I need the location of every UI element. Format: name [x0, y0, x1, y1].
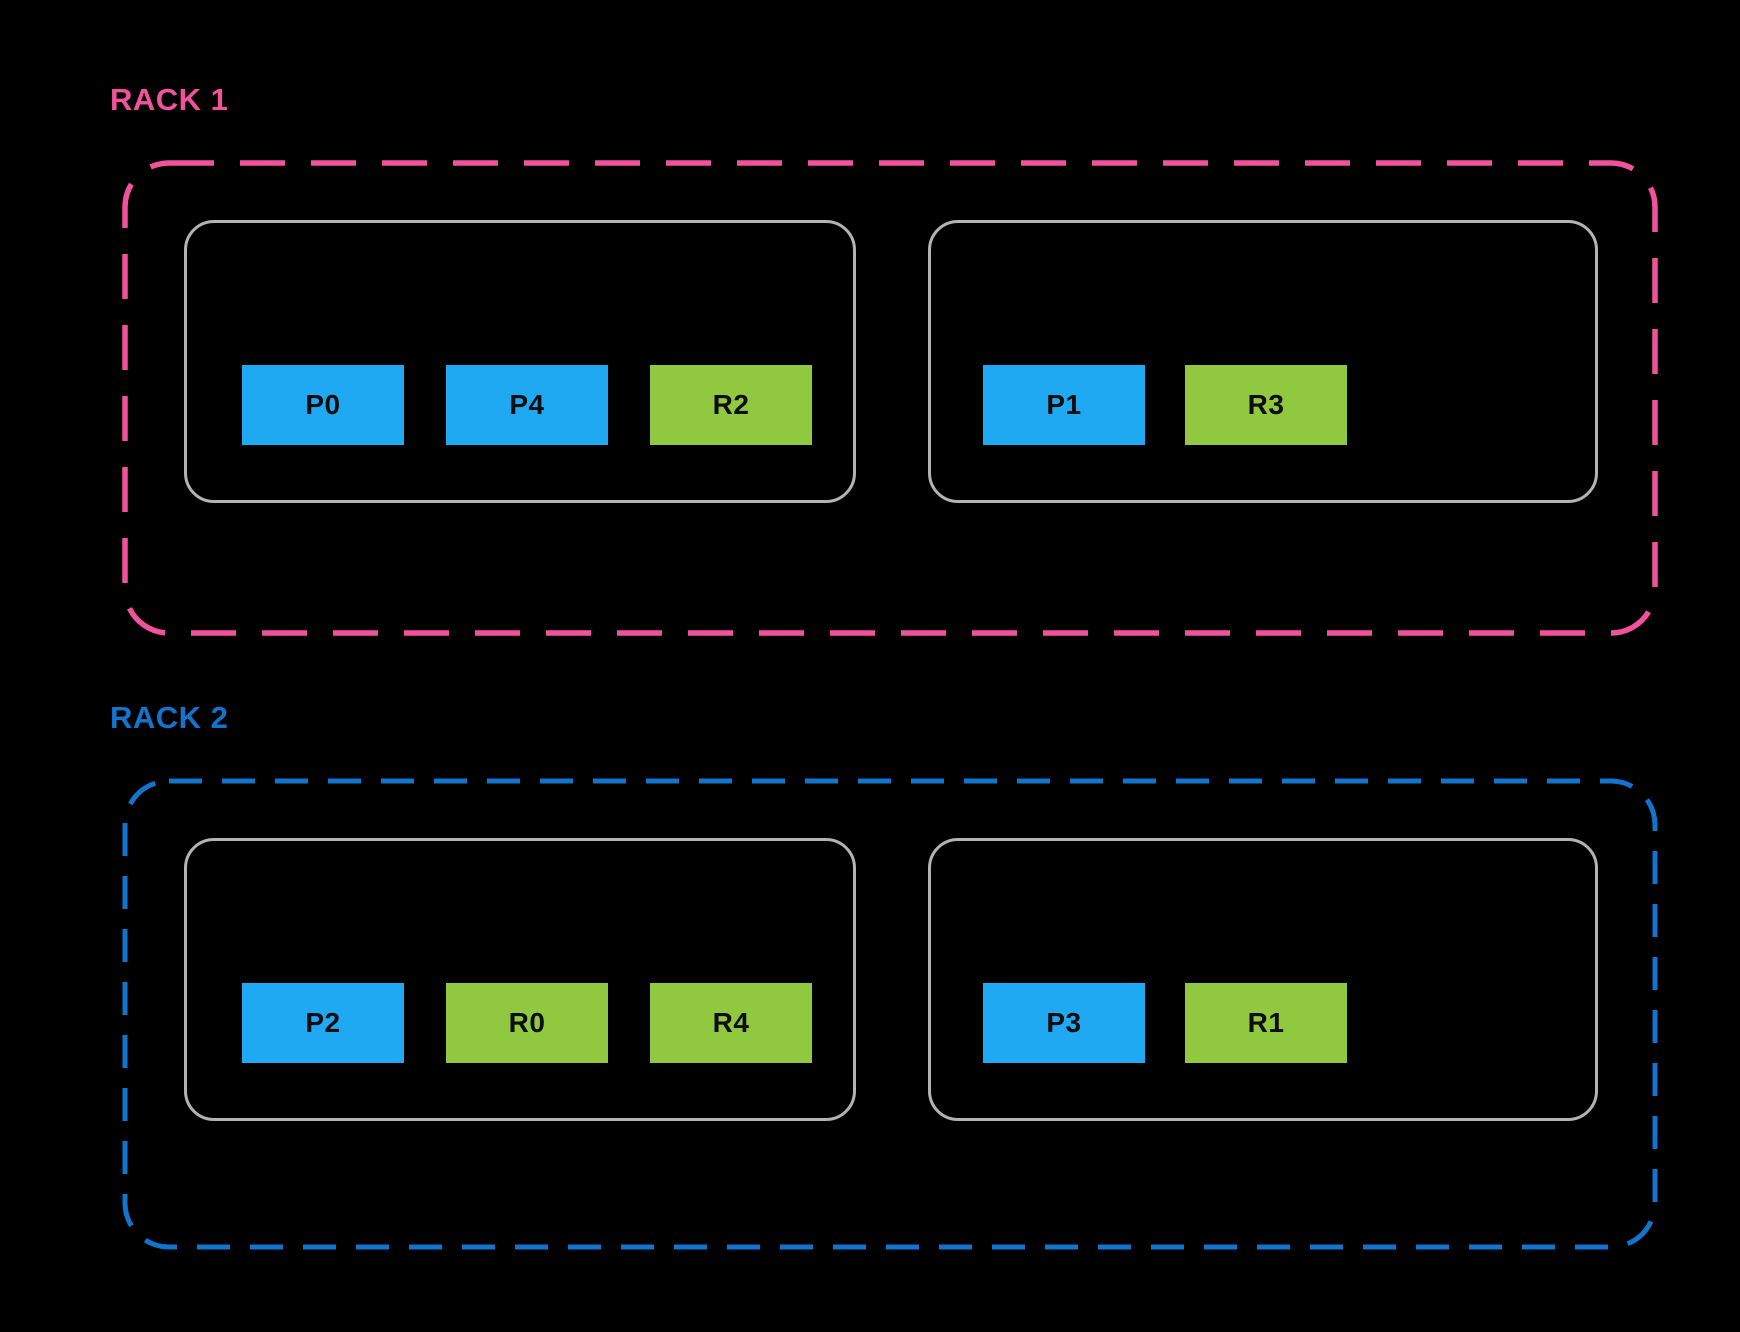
chip-p1: P1 — [983, 365, 1145, 445]
chip-r1: R1 — [1185, 983, 1347, 1063]
rack2-node1: P2 R0 R4 — [184, 838, 856, 1121]
chip-r3: R3 — [1185, 365, 1347, 445]
rack1-node1: P0 P4 R2 — [184, 220, 856, 503]
chip-p2: P2 — [242, 983, 404, 1063]
rack1-node2: P1 R3 — [928, 220, 1598, 503]
chip-p0: P0 — [242, 365, 404, 445]
chip-p3: P3 — [983, 983, 1145, 1063]
chip-r2: R2 — [650, 365, 812, 445]
chip-r4: R4 — [650, 983, 812, 1063]
rack1-label: RACK 1 — [110, 82, 229, 117]
chip-p4: P4 — [446, 365, 608, 445]
rack2-node2: P3 R1 — [928, 838, 1598, 1121]
chip-r0: R0 — [446, 983, 608, 1063]
rack2-label: RACK 2 — [110, 700, 229, 735]
